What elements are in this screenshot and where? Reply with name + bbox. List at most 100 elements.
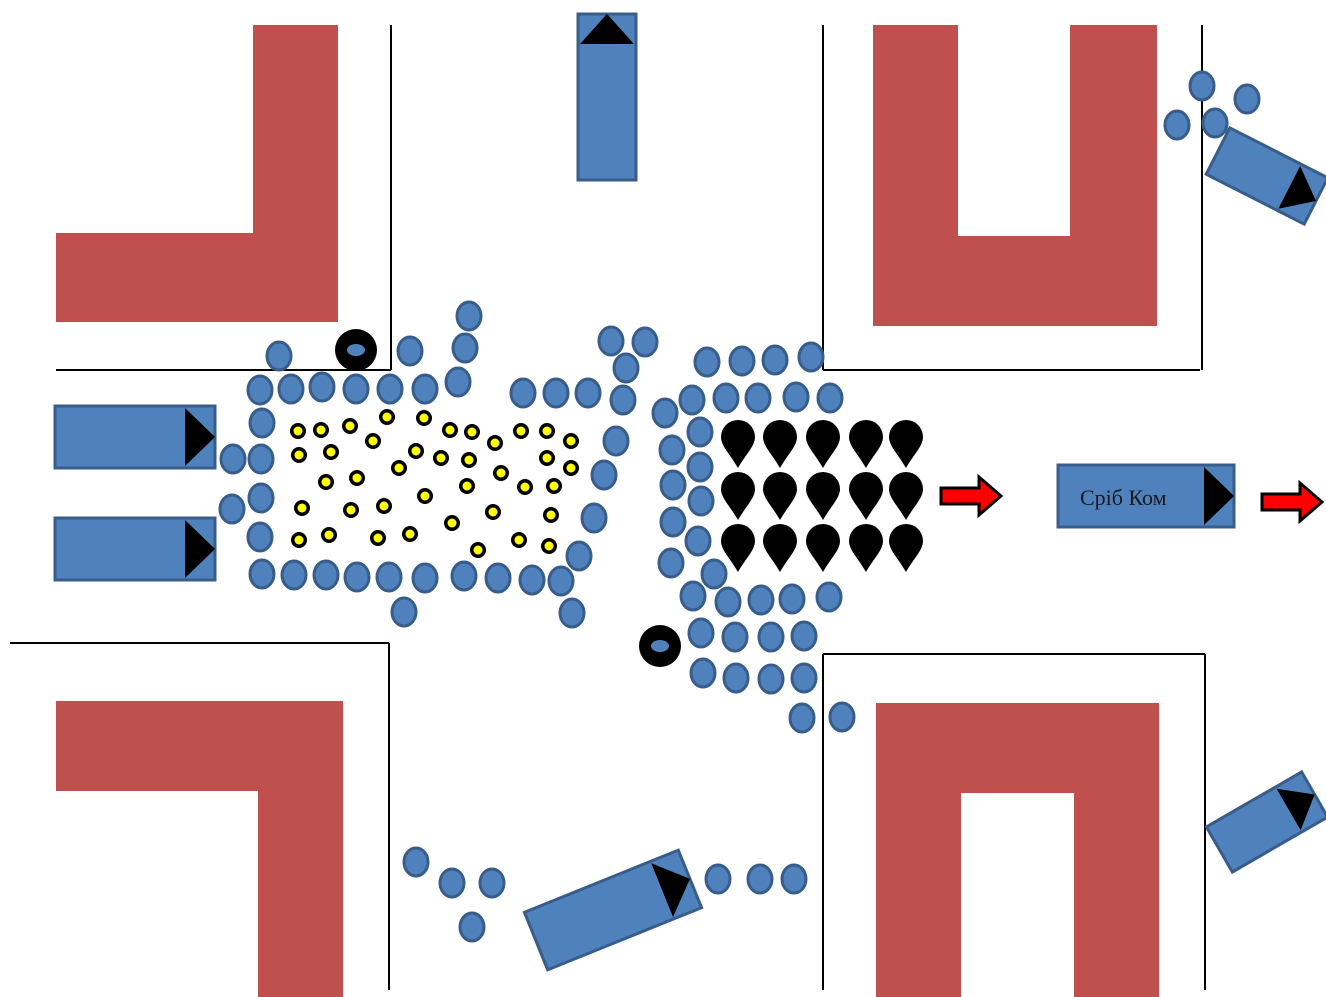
yellow-dot (321, 477, 331, 487)
teardrop-marker-icon (849, 420, 883, 468)
teardrop-marker-icon (763, 524, 797, 572)
person-dot (714, 586, 742, 618)
person-dot (509, 377, 537, 409)
yellow-dot (394, 463, 404, 473)
triangle-direction-icon (1276, 788, 1315, 831)
vehicle (522, 848, 704, 972)
yellow-dot (542, 426, 552, 436)
person-dot (444, 366, 472, 398)
yellow-dots (290, 409, 579, 558)
person-dot (687, 485, 715, 517)
person-dot (721, 621, 749, 653)
yellow-dot (464, 455, 474, 465)
person-dot (547, 565, 575, 597)
person-dot (590, 459, 618, 491)
person-dot (1233, 83, 1261, 115)
person-dot (411, 373, 439, 405)
yellow-dot (352, 473, 362, 483)
person-dot (484, 562, 512, 594)
person-dot (218, 493, 246, 525)
yellow-dot (516, 426, 526, 436)
person-dot (728, 345, 756, 377)
person-dot (450, 560, 478, 592)
person-dot (248, 558, 276, 590)
yellow-dot (488, 507, 498, 517)
building-block (56, 25, 338, 322)
teardrop-marker-icon (806, 524, 840, 572)
person-dot (757, 663, 785, 695)
crowd (218, 70, 1261, 943)
person-dot (343, 561, 371, 593)
right-arrow-icon (939, 473, 1004, 519)
triangle-direction-icon (1278, 165, 1317, 209)
person-dot (761, 344, 789, 376)
person-dot (280, 559, 308, 591)
person-dot (790, 620, 818, 652)
person-dot (686, 451, 714, 483)
person-dot (451, 332, 479, 364)
teardrop-marker-icon (763, 472, 797, 520)
teardrop-marker-icon (721, 524, 755, 572)
vehicle (1204, 125, 1326, 227)
person-dot (558, 597, 586, 629)
person-dot (265, 340, 293, 372)
yellow-dot (373, 533, 383, 543)
yellow-dot (346, 505, 356, 515)
yellow-dot (293, 426, 303, 436)
yellow-dot (445, 425, 455, 435)
person-dot (816, 382, 844, 414)
building-block (873, 25, 1157, 326)
person-dot (778, 583, 806, 615)
triangle-direction-icon (580, 14, 634, 44)
yellow-dot (411, 446, 421, 456)
vehicle (1056, 463, 1236, 529)
buildings (56, 25, 1159, 997)
teardrop-marker-icon (806, 420, 840, 468)
person-dot (312, 559, 340, 591)
vehicle (53, 404, 217, 470)
teardrop-marker-icon (849, 524, 883, 572)
person-dot (565, 540, 593, 572)
person-dot (247, 482, 275, 514)
street-lines (10, 25, 1206, 990)
person-dot (679, 580, 707, 612)
ring-marker-center (651, 640, 669, 652)
yellow-dot (520, 482, 530, 492)
yellow-dot (326, 447, 336, 457)
triangle-direction-icon (185, 520, 215, 578)
person-dot (455, 300, 483, 332)
person-dot (659, 469, 687, 501)
yellow-dot (405, 529, 415, 539)
building-block (876, 703, 1159, 997)
yellow-dot (467, 427, 477, 437)
yellow-dot (345, 421, 355, 431)
teardrop-marker-icon (889, 524, 923, 572)
person-dot (790, 662, 818, 694)
person-dot (308, 371, 336, 403)
yellow-dot (324, 530, 334, 540)
person-dot (219, 443, 247, 475)
vehicles (53, 12, 1326, 972)
person-dot (580, 502, 608, 534)
yellow-dot (316, 425, 326, 435)
person-dot (1188, 70, 1216, 102)
person-dot (722, 662, 750, 694)
yellow-dot (490, 438, 500, 448)
person-dot (684, 525, 712, 557)
yellow-dot (379, 501, 389, 511)
person-dot (757, 621, 785, 653)
person-dot (747, 584, 775, 616)
teardrop-marker-icon (849, 472, 883, 520)
person-dot (438, 867, 466, 899)
person-dot (686, 416, 714, 448)
person-dot (248, 407, 276, 439)
yellow-dot (419, 413, 429, 423)
yellow-dot (544, 541, 554, 551)
person-dot (609, 384, 637, 416)
person-dot (693, 346, 721, 378)
person-dot (712, 382, 740, 414)
lead-vehicle-label: Сріб Ком (1080, 485, 1167, 510)
yellow-dot (566, 436, 576, 446)
person-dot (746, 863, 774, 895)
